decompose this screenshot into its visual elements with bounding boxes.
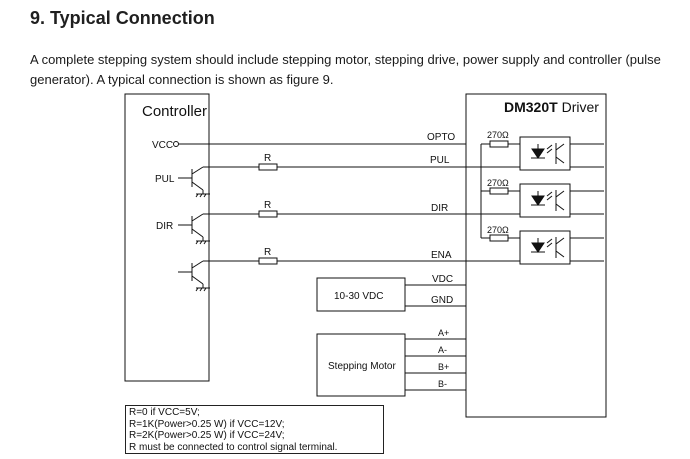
driver-box [465,93,607,418]
terminal-pul: PUL [430,155,450,166]
terminal-b-minus: B- [438,379,447,389]
section-heading: 9. Typical Connection [30,8,215,28]
terminal-gnd: GND [431,295,453,306]
dir-transistor [178,213,466,245]
resistor-notes-box: R=0 if VCC=5V; R=1K(Power>0.25 W) if VCC… [125,405,384,454]
svg-text:270Ω: 270Ω [487,130,509,140]
note-line: R=1K(Power>0.25 W) if VCC=12V; [129,418,285,430]
ena-transistor [178,260,466,292]
terminal-ena: ENA [431,250,452,261]
note-line: R must be connected to control signal te… [129,441,338,453]
svg-text:R: R [264,200,271,211]
svg-text:R: R [264,153,271,164]
controller-title: Controller [142,103,207,120]
terminal-opto: OPTO [427,132,455,143]
resistor-ena: R [258,247,278,265]
driver-title: DM320T Driver [504,99,599,115]
power-supply-label: 10-30 VDC [334,291,383,302]
svg-text:R: R [264,247,271,258]
terminal-a-minus: A- [438,345,447,355]
driver-internal-circuit: 270Ω 270Ω 270Ω [466,130,604,265]
svg-text:270Ω: 270Ω [487,225,509,235]
terminal-dir: DIR [431,203,448,214]
terminal-b-plus: B+ [438,362,449,372]
note-line: R=2K(Power>0.25 W) if VCC=24V; [129,430,285,441]
svg-text:270Ω: 270Ω [487,178,509,188]
power-supply-box [316,277,406,312]
vcc-label: VCC [152,140,173,151]
resistor-dir: R [258,200,278,218]
dir-label: DIR [156,221,173,232]
intro-paragraph: A complete stepping system should includ… [30,52,661,87]
note-line: R=0 if VCC=5V; [129,407,200,418]
pul-label: PUL [155,174,175,185]
stepping-motor-label: Stepping Motor [328,361,396,372]
pul-transistor [178,166,466,198]
stepping-motor-box [316,333,406,397]
controller-box [124,93,210,382]
terminal-vdc: VDC [432,274,453,285]
vcc-terminal [173,141,179,147]
resistor-pul: R [258,153,278,171]
terminal-a-plus: A+ [438,328,449,338]
